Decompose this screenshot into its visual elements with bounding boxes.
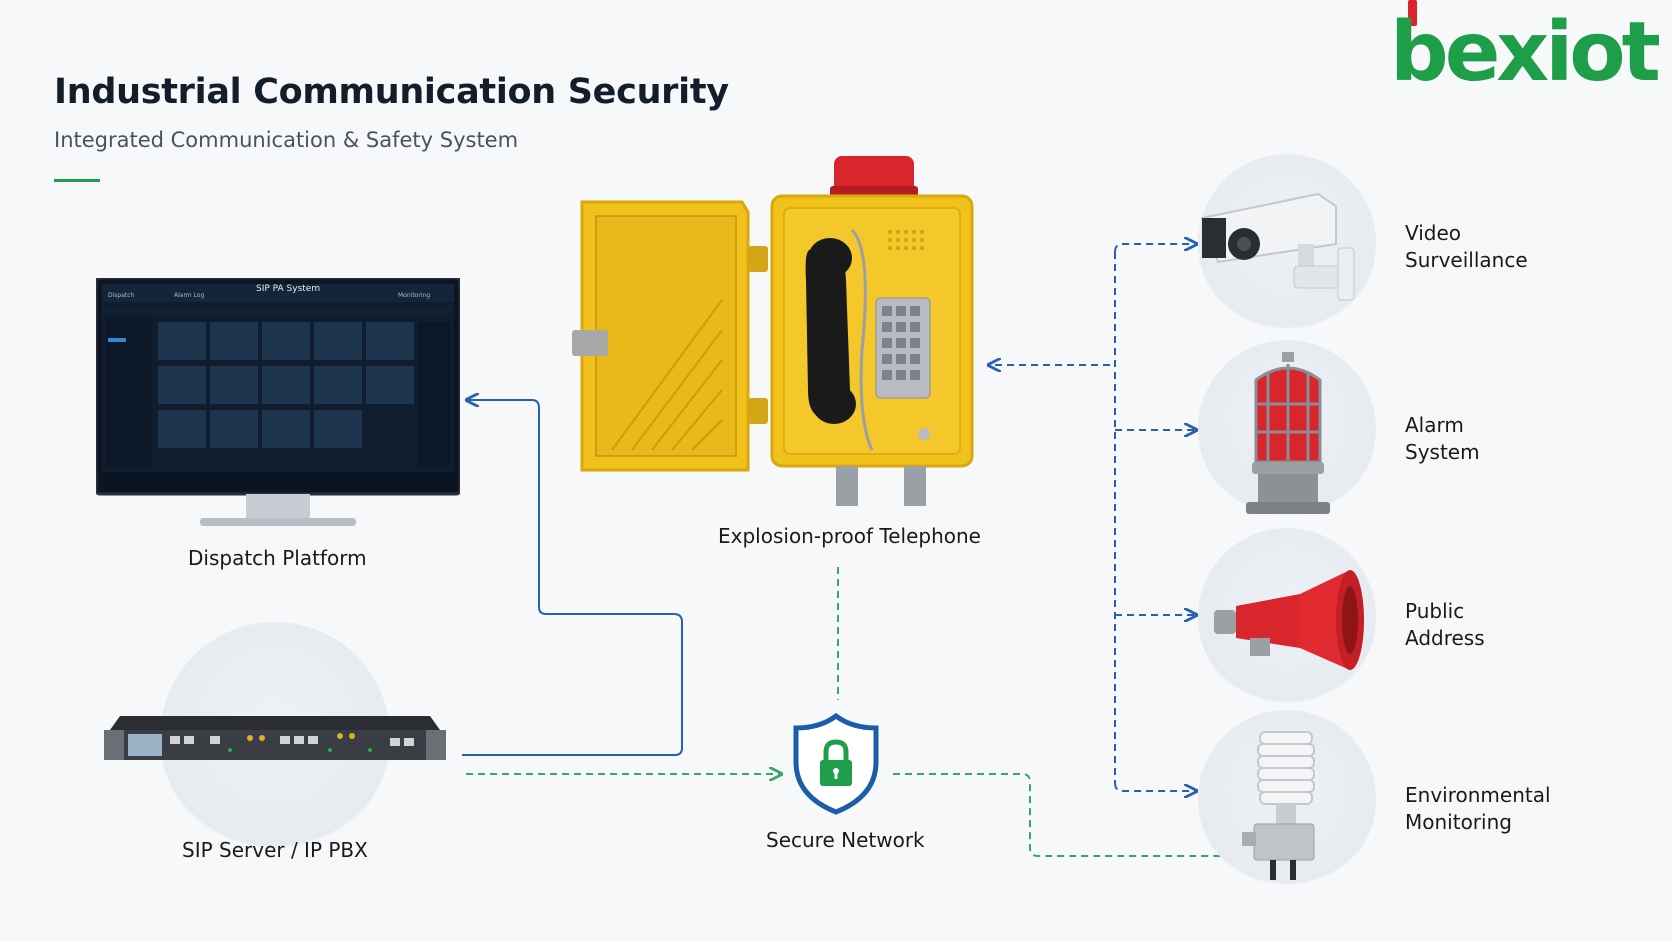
peripheral-label-video: Video Surveillance	[1405, 221, 1528, 272]
cctv-camera-icon	[1198, 188, 1358, 308]
server-dispatch-link	[462, 400, 683, 756]
peripheral-label-env: Environmental Monitoring	[1405, 783, 1551, 834]
shield-lock-icon	[790, 712, 882, 816]
peripheral-label-pa: Public Address	[1405, 599, 1485, 650]
explosion-proof-telephone-label: Explosion-proof Telephone	[718, 524, 981, 548]
beacon-light-icon	[1238, 352, 1338, 518]
horn-speaker-icon	[1210, 566, 1370, 672]
dispatch-tab: Dispatch	[108, 292, 135, 299]
monitoring-tab: Monitoring	[398, 292, 431, 299]
peripheral-label-alarm: Alarm System	[1405, 413, 1480, 464]
page-title: Industrial Communication Security	[54, 72, 729, 112]
svg-text:bexiot: bexiot	[1390, 5, 1660, 95]
sip-server-rack	[100, 712, 450, 772]
weather-sensor-icon	[1236, 728, 1336, 888]
title-underline	[54, 179, 100, 182]
secure-network-label: Secure Network	[766, 828, 925, 852]
dispatch-monitor: SIP PA System Dispatch Alarm Log Monitor…	[94, 276, 462, 714]
brand-logo: bexiot	[1390, 0, 1665, 100]
network-env-link	[893, 773, 1228, 857]
alarm-log-tab: Alarm Log	[174, 292, 205, 299]
dispatch-platform-label: Dispatch Platform	[188, 546, 367, 570]
sip-server-label: SIP Server / IP PBX	[182, 838, 368, 862]
explosion-proof-telephone	[572, 150, 982, 520]
dispatch-app-title: SIP PA System	[256, 284, 321, 294]
page-subtitle: Integrated Communication & Safety System	[54, 128, 519, 152]
peripheral-bus	[1114, 244, 1195, 253]
